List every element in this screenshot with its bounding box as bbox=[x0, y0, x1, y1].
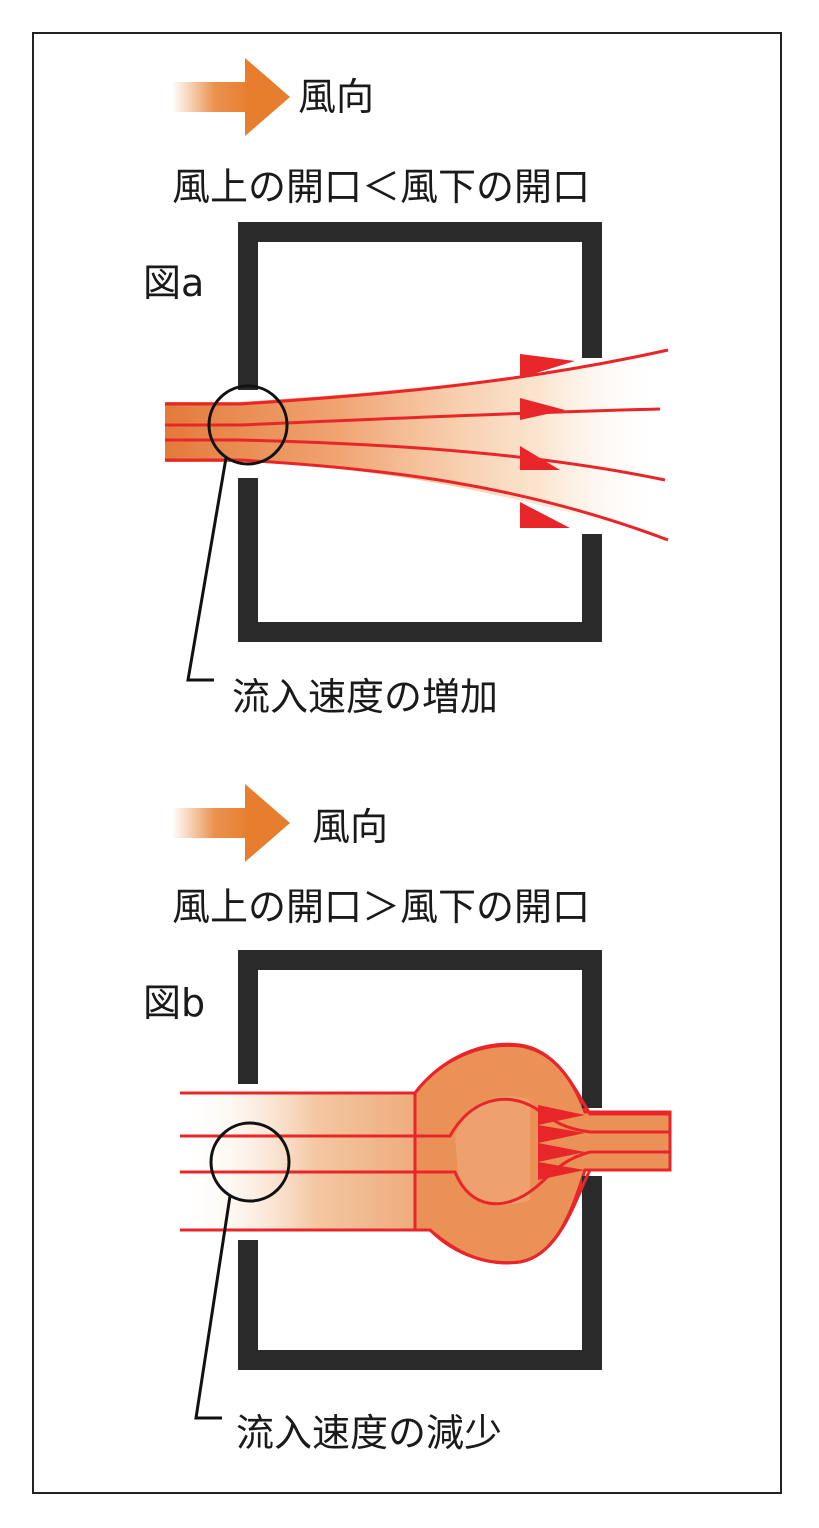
flow-arrowheads-a bbox=[520, 354, 575, 528]
opening-condition-a: 風上の開口＜風下の開口 bbox=[172, 165, 590, 209]
streamlines-b bbox=[180, 1043, 670, 1265]
flow-arrowheads-b bbox=[538, 1105, 585, 1180]
inflow-circle-b bbox=[209, 1121, 291, 1203]
inflow-circle-a bbox=[207, 384, 289, 466]
inflow-note-b: 流入速度の減少 bbox=[236, 1411, 502, 1455]
wind-direction-arrow-b bbox=[172, 784, 290, 862]
inflow-note-a: 流入速度の増加 bbox=[232, 675, 498, 719]
room-walls-a bbox=[238, 222, 602, 642]
opening-condition-b: 風上の開口＞風下の開口 bbox=[172, 885, 590, 929]
figure-label-b: 図b bbox=[143, 981, 205, 1025]
room-walls-b bbox=[238, 950, 602, 1370]
panel-a: 風向 風上の開口＜風下の開口 図a bbox=[143, 58, 669, 719]
airflow-bulb-inner-b bbox=[455, 1096, 530, 1205]
airflow-fan-a bbox=[165, 352, 665, 540]
wind-direction-label-a: 風向 bbox=[298, 75, 374, 119]
leader-line-a bbox=[186, 457, 228, 682]
outer-frame bbox=[32, 32, 782, 1494]
wind-direction-label-b: 風向 bbox=[312, 805, 388, 849]
leader-line-b bbox=[194, 1195, 232, 1420]
streamlines-a bbox=[165, 348, 669, 542]
wind-direction-arrow-a bbox=[172, 58, 290, 136]
figure-label-a: 図a bbox=[143, 261, 204, 305]
panel-b: 風向 風上の開口＞風下の開口 図b bbox=[143, 784, 672, 1455]
